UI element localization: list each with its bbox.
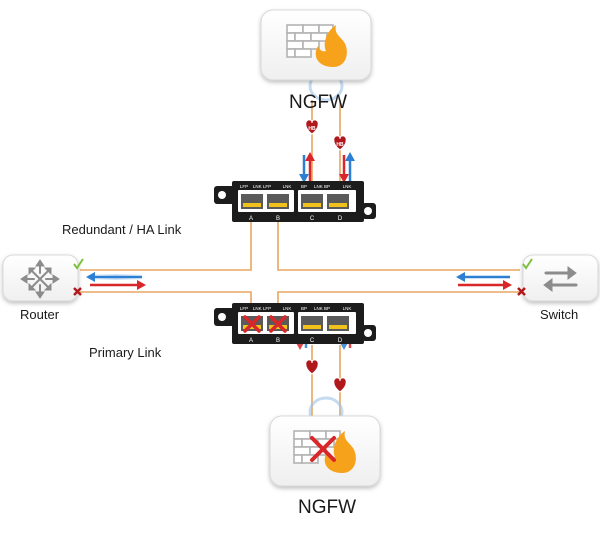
link-lines	[80, 100, 520, 420]
port-tag: LNK	[343, 184, 352, 189]
close-icon	[517, 287, 526, 296]
bypass-appliance-top[interactable]: LFP LNK LFP LNK BP LNK BP LNK A B C D	[214, 181, 376, 222]
port-tag: BP	[301, 306, 307, 311]
port-tag: LFP	[240, 306, 248, 311]
segment-label: B	[276, 338, 280, 344]
status-markers	[73, 258, 533, 296]
flow-arrows-right	[456, 272, 512, 290]
router-node[interactable]	[2, 254, 79, 302]
switch-label: Switch	[540, 307, 579, 322]
segment-label: D	[338, 216, 343, 222]
redundant-link-label: Redundant / HA Link	[62, 222, 182, 237]
port-tag: LNK	[283, 184, 292, 189]
ngfw-top-node[interactable]	[260, 9, 372, 81]
fail-x-icon	[310, 436, 336, 462]
check-icon	[73, 258, 84, 270]
segment-label: C	[310, 216, 315, 222]
heart-icon	[333, 135, 347, 151]
segment-label: C	[310, 338, 315, 344]
flow-arrows-top-ngfw	[299, 152, 355, 183]
switch-arrows-icon	[543, 266, 578, 292]
port-tag: LNK BP	[314, 306, 330, 311]
heart-icon	[305, 119, 319, 135]
port-tag: LNK	[343, 306, 352, 311]
port-tag: BP	[301, 184, 307, 189]
firewall-flame-failed-icon	[293, 430, 356, 473]
port-tag: LNK LFP	[253, 306, 271, 311]
heart-icon	[333, 377, 347, 393]
fail-x-icon	[243, 315, 287, 333]
flow-arrows-left	[86, 272, 146, 290]
bypass-appliance-bottom[interactable]: LFP LNK LFP LNK BP LNK BP LNK A B C D	[214, 303, 376, 344]
check-icon	[522, 258, 533, 270]
router-arrows-icon	[20, 259, 60, 299]
segment-label: A	[249, 338, 253, 344]
primary-link-switch-side	[277, 291, 520, 305]
redundant-link-router-side	[80, 216, 252, 271]
heartbeat-label: HB	[308, 126, 316, 132]
segment-label: B	[276, 216, 280, 222]
primary-link-label: Primary Link	[89, 345, 162, 360]
router-label: Router	[20, 307, 60, 322]
ngfw-bottom-node[interactable]	[269, 415, 381, 487]
primary-link-router-side	[80, 291, 252, 305]
heartbeat-hearts: HB HB	[305, 119, 347, 393]
heartbeat-label: HB	[336, 142, 344, 148]
redundant-link-switch-side	[277, 216, 520, 271]
ngfw-top-label: NGFW	[289, 92, 348, 113]
port-tag: LNK	[283, 306, 292, 311]
ngfw-bottom-label: NGFW	[298, 497, 357, 518]
port-tag: LNK LFP	[253, 184, 271, 189]
firewall-flame-icon	[286, 24, 347, 67]
segment-label: D	[338, 338, 343, 344]
segment-label: A	[249, 216, 253, 222]
switch-node[interactable]	[522, 254, 599, 302]
port-tag: LNK BP	[314, 184, 330, 189]
close-icon	[73, 287, 82, 296]
port-tag: LFP	[240, 184, 248, 189]
heart-icon	[305, 359, 319, 375]
